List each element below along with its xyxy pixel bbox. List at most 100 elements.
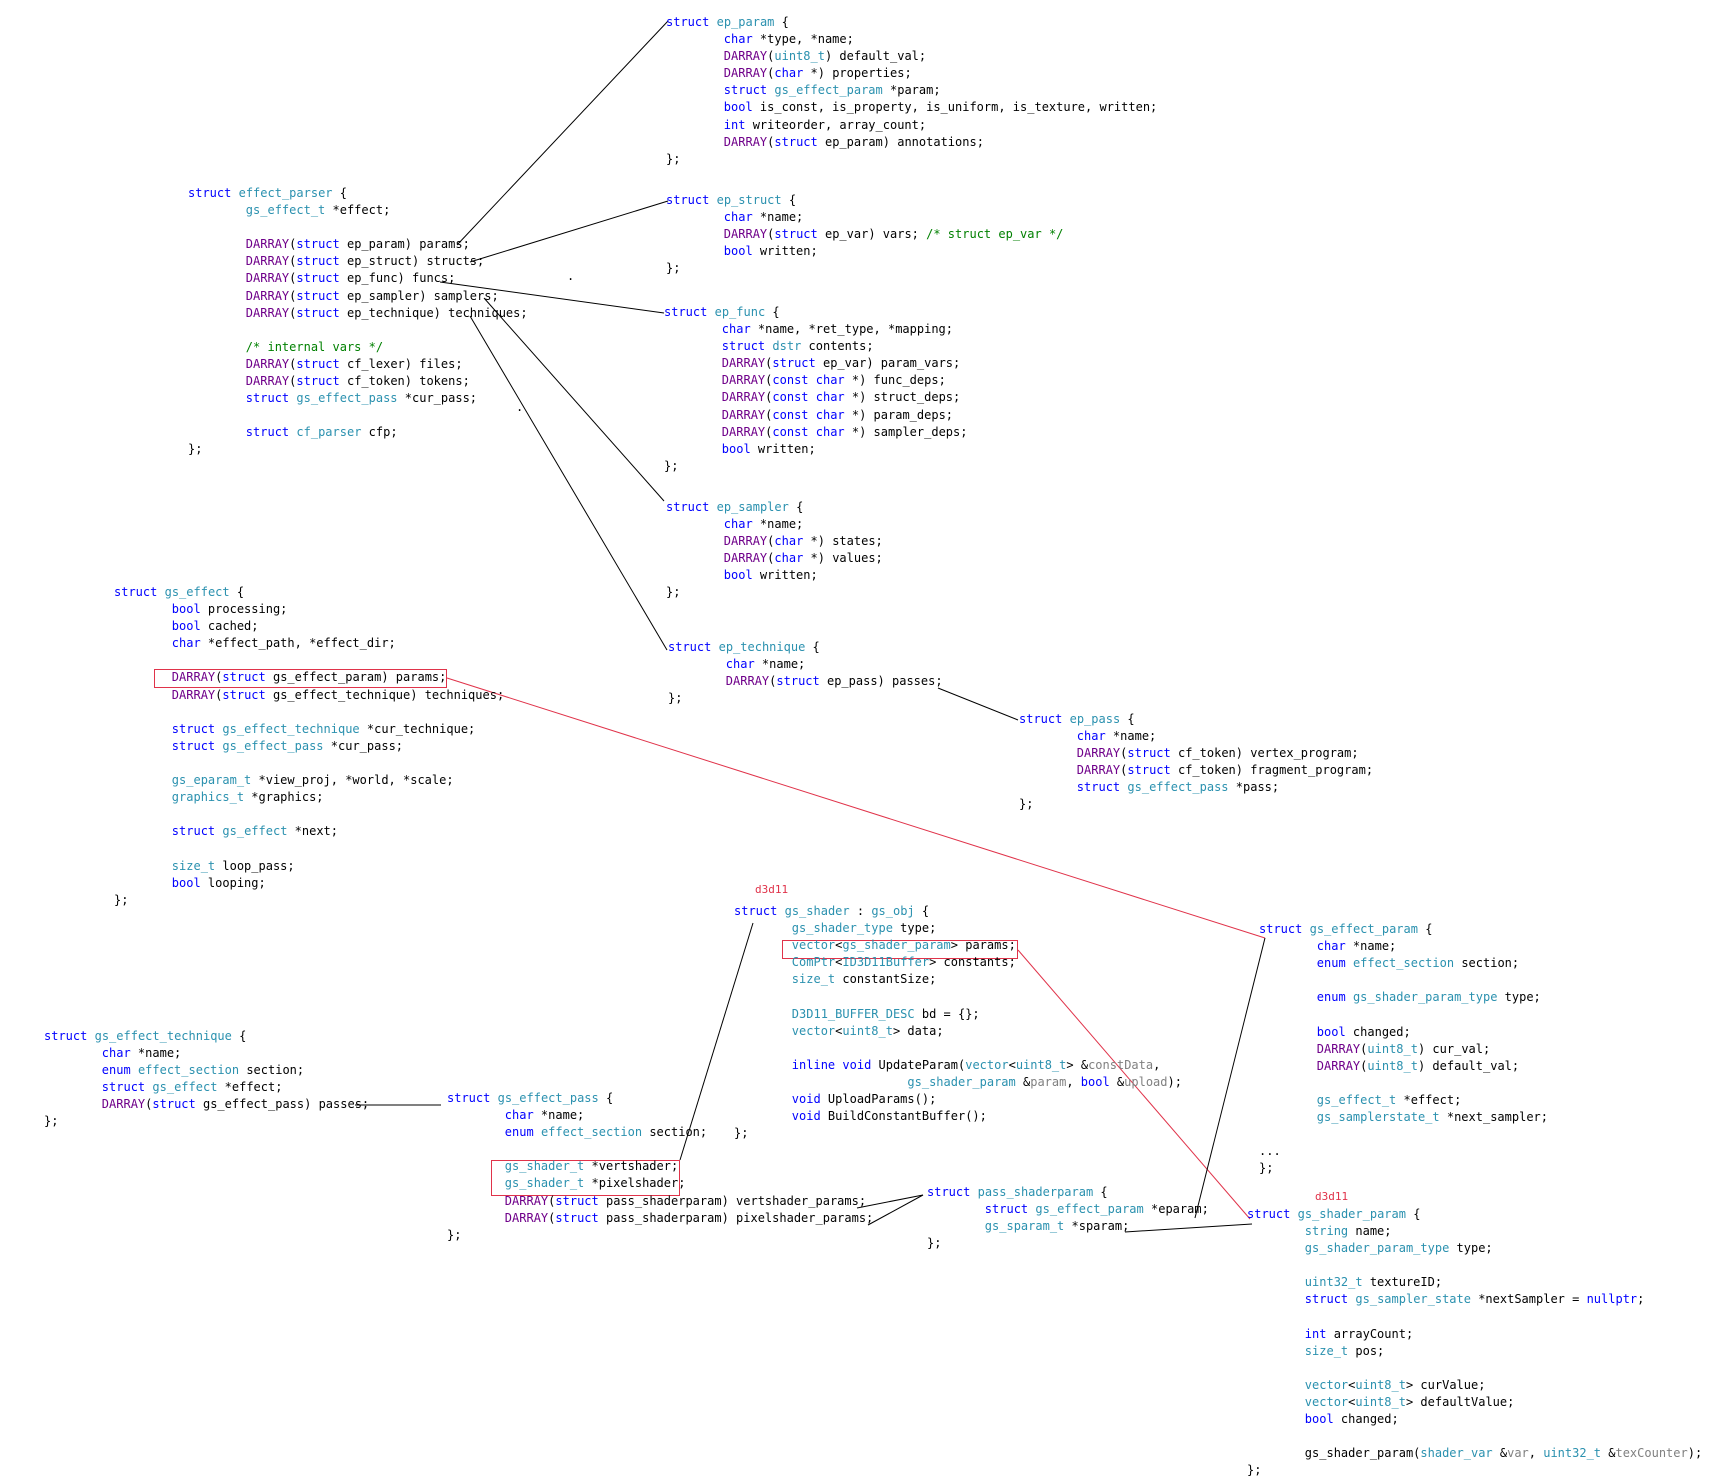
code-token: ) default_val; <box>824 49 927 64</box>
code-line: }; <box>664 458 967 475</box>
code-line: D3D11_BUFFER_DESC bd = {}; <box>734 1006 1182 1023</box>
code-token: ep_sampler) samplers; <box>339 288 499 303</box>
code-token: *) values; <box>803 551 883 566</box>
highlight-effect-params <box>154 669 447 688</box>
code-token: char <box>1316 939 1346 954</box>
code-token: struct <box>734 904 778 918</box>
code-token: char <box>815 424 845 439</box>
code-line: DARRAY(const char *) func_deps; <box>664 372 967 389</box>
code-token <box>734 1075 907 1089</box>
code-token: size_t <box>1304 1343 1349 1358</box>
code-token: *effect_path, *effect_dir; <box>200 636 396 651</box>
code-token: gs_shader_param <box>1297 1207 1406 1221</box>
code-line: gs_sparam_t *sparam; <box>927 1218 1209 1235</box>
code-token: gs_samplerstate_t <box>1316 1110 1440 1125</box>
code-line <box>114 755 504 772</box>
code-token: struct <box>222 687 266 702</box>
code-token: { <box>231 1029 247 1043</box>
code-token: DARRAY <box>721 407 766 422</box>
code-token <box>666 118 724 132</box>
code-token: struct <box>666 500 710 514</box>
code-token: }; <box>44 1114 59 1129</box>
code-line: graphics_t *graphics; <box>114 789 504 806</box>
code-token: gs_effect <box>164 585 230 599</box>
code-line: int arrayCount; <box>1247 1326 1702 1343</box>
code-token: vector <box>1304 1395 1349 1410</box>
code-line <box>1247 1309 1702 1326</box>
code-token: char <box>723 210 753 225</box>
code-line: bool processing; <box>114 601 504 618</box>
code-token: { <box>765 305 780 319</box>
code-token: *name; <box>533 1108 585 1123</box>
code-line: DARRAY(uint8_t) default_val; <box>1259 1058 1548 1075</box>
code-token: struct <box>555 1210 599 1225</box>
code-token <box>1290 1207 1297 1221</box>
code-token: ( <box>769 674 777 689</box>
code-line: char *name; <box>668 656 943 673</box>
code-token: pass_shaderparam <box>977 1185 1094 1199</box>
code-line: char *name; <box>44 1045 369 1062</box>
code-token: DARRAY <box>721 424 766 439</box>
code-token: *name; <box>1345 939 1397 954</box>
code-token: type; <box>1449 1241 1493 1256</box>
code-token: *) func_deps; <box>844 373 946 388</box>
code-line: struct gs_effect_pass *cur_pass; <box>188 390 528 407</box>
code-line: DARRAY(struct ep_sampler) samplers; <box>188 288 528 305</box>
code-line: ... <box>1259 1143 1548 1160</box>
code-token: ( <box>1120 746 1128 761</box>
code-token: gs_shader <box>784 904 850 918</box>
code-token: void <box>791 1109 821 1124</box>
code-token: DARRAY <box>723 134 768 149</box>
code-token: gs_sparam_t <box>984 1219 1065 1234</box>
code-token <box>447 1211 505 1225</box>
code-line: }; <box>447 1227 873 1244</box>
code-token: ( <box>765 424 773 439</box>
code-token <box>664 442 722 456</box>
code-token: char <box>721 322 751 337</box>
code-token <box>809 425 816 439</box>
code-token: *pixelshader; <box>584 1176 686 1191</box>
code-token: cf_token) tokens; <box>339 374 470 389</box>
code-token <box>1259 1093 1317 1107</box>
code-token <box>188 340 246 354</box>
code-token: processing; <box>200 602 288 617</box>
code-token <box>809 390 816 404</box>
code-token: struct <box>245 425 290 440</box>
code-token: enum <box>101 1063 131 1078</box>
code-token: ( <box>289 356 297 371</box>
code-token <box>666 100 724 114</box>
code-token: ep_param) annotations; <box>817 134 984 149</box>
code-token: gs_shader_param <box>842 938 951 953</box>
code-token: DARRAY <box>725 674 770 689</box>
code-line: gs_eparam_t *view_proj, *world, *scale; <box>114 772 504 789</box>
code-line <box>1259 1126 1548 1143</box>
code-token: ep_func <box>714 305 766 319</box>
code-token <box>668 657 726 671</box>
code-token: struct <box>723 83 768 98</box>
code-line: DARRAY(char *) states; <box>666 533 883 550</box>
code-line <box>114 704 504 721</box>
code-token: { <box>1417 922 1433 936</box>
code-line: struct gs_sampler_state *nextSampler = n… <box>1247 1291 1702 1308</box>
code-token: size_t <box>791 972 836 987</box>
code-line: string name; <box>1247 1223 1702 1240</box>
code-token <box>734 972 792 986</box>
code-line <box>1259 1006 1548 1023</box>
code-token: *effect; <box>325 203 391 218</box>
code-token <box>666 517 724 531</box>
code-token: vector <box>965 1057 1009 1072</box>
code-token: struct <box>296 237 340 252</box>
code-line: enum gs_shader_param_type type; <box>1259 989 1548 1006</box>
ep-param-struct: struct ep_param { char *type, *name; DAR… <box>666 14 1157 168</box>
code-line <box>1247 1257 1702 1274</box>
code-token: param <box>1030 1074 1067 1089</box>
code-token: cf_lexer) files; <box>339 356 463 371</box>
code-line: bool written; <box>666 243 1063 260</box>
code-token <box>490 1091 497 1105</box>
code-line <box>734 1040 1182 1057</box>
code-line: struct effect_parser { <box>188 185 528 202</box>
code-token <box>1259 1059 1317 1073</box>
annotation-d3d11-param: d3d11 <box>1315 1190 1349 1203</box>
code-token: const <box>772 407 809 422</box>
code-line: enum effect_section section; <box>44 1062 369 1079</box>
